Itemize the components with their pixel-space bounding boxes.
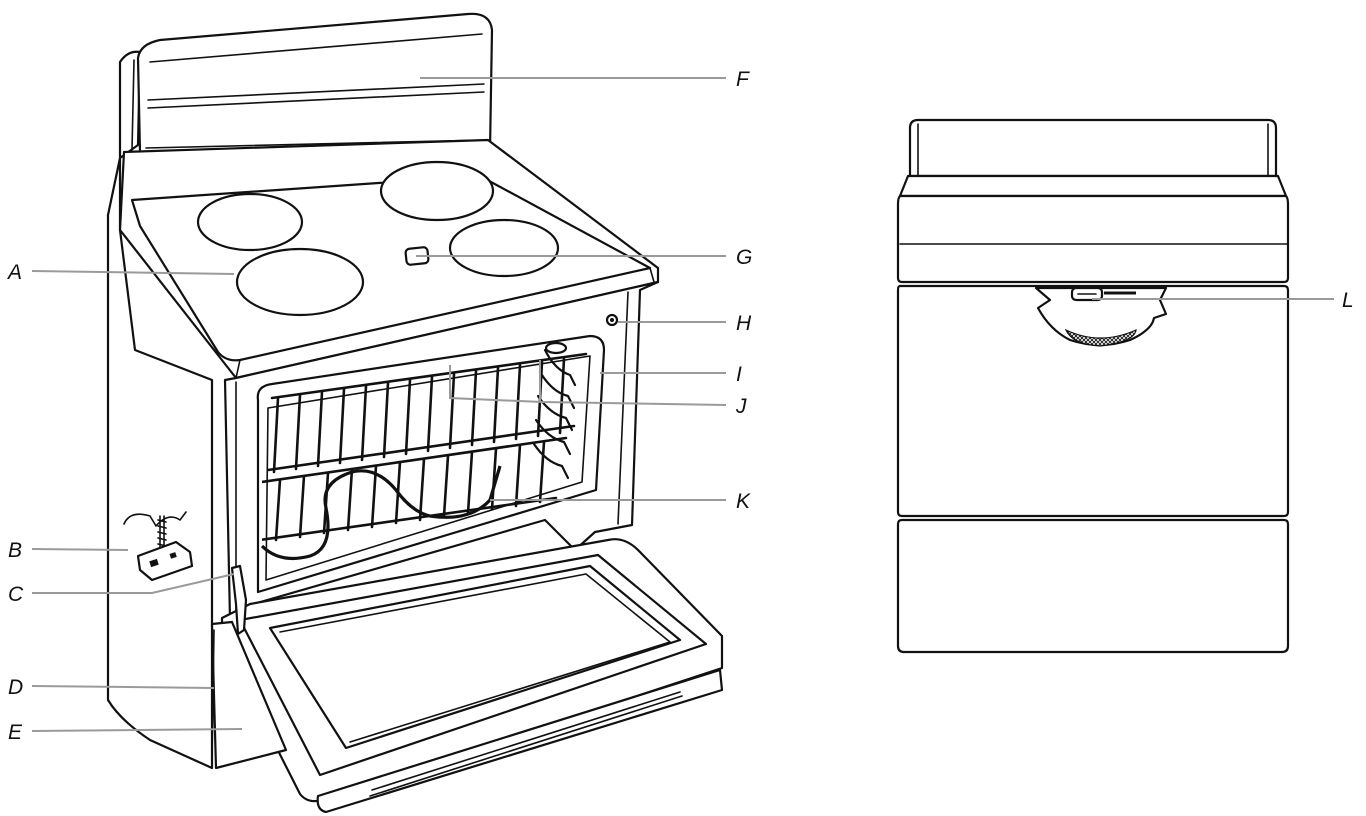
surface-element-front-left <box>235 247 365 317</box>
oven-door-handle <box>316 668 724 814</box>
front-view-drawer <box>896 518 1290 654</box>
lower-oven-rack <box>262 436 568 542</box>
leader-lines <box>31 77 1334 732</box>
callout-h: H <box>736 312 752 335</box>
callout-labels: A B C D E F G H I J K L <box>6 68 1354 744</box>
callout-a: A <box>6 261 22 284</box>
callout-l: L <box>1342 289 1354 312</box>
callout-g: G <box>736 246 752 269</box>
front-view-control-panel <box>896 194 1290 284</box>
storage-drawer <box>210 620 288 770</box>
anti-tip-bracket <box>123 511 194 582</box>
serial-plate-cutaway <box>1034 286 1168 347</box>
front-view-oven-door <box>896 284 1290 518</box>
callout-k: K <box>736 490 751 513</box>
callout-i: I <box>736 363 742 386</box>
callout-f: F <box>736 68 750 91</box>
door-hinge <box>230 564 248 636</box>
callout-d: D <box>8 676 23 699</box>
callout-b: B <box>8 539 22 562</box>
bake-element <box>260 465 502 560</box>
cabinet-side-panel <box>106 50 214 770</box>
front-view-backguard <box>908 118 1278 178</box>
range-illustration <box>106 12 724 814</box>
backguard <box>136 12 494 154</box>
oven-door-window <box>268 564 682 750</box>
surface-element-rear-right <box>379 160 495 222</box>
callout-e: E <box>8 721 23 744</box>
surface-element-rear-left <box>196 192 304 252</box>
callout-c: C <box>8 583 24 606</box>
front-view-cooktop-edge <box>898 174 1288 198</box>
range-front-view <box>896 118 1290 654</box>
upper-oven-rack <box>266 352 588 474</box>
surface-element-front-right <box>448 218 560 278</box>
oven-light-icon <box>544 341 568 355</box>
callout-j: J <box>735 395 747 418</box>
